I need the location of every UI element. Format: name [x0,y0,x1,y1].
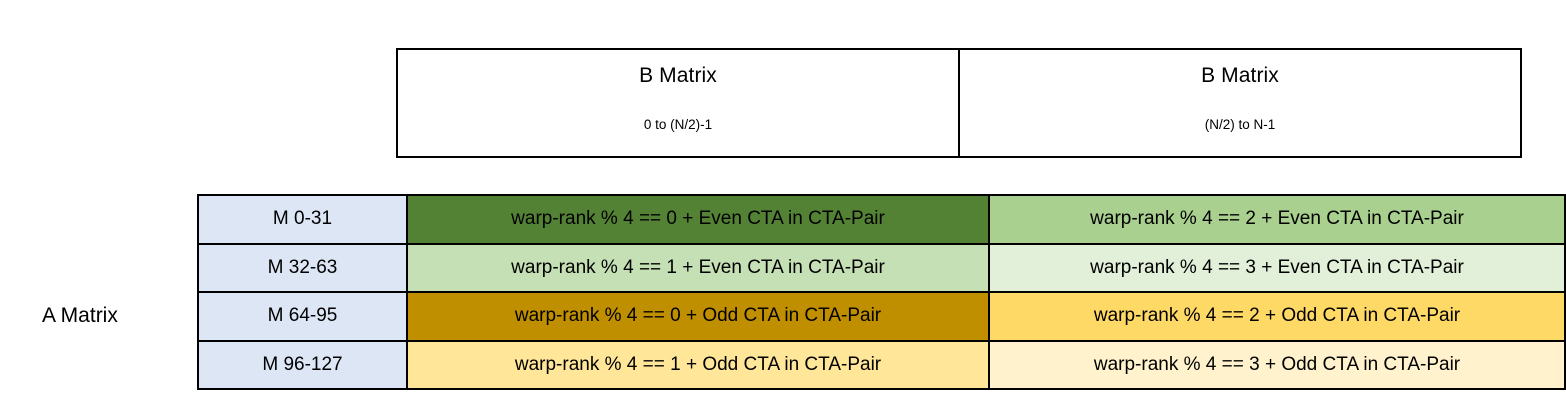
column-header-range: 0 to (N/2)-1 [643,117,713,132]
warp-assignment-matrix: M 0-31 warp-rank % 4 == 0 + Even CTA in … [197,194,1566,390]
column-headers-row: B Matrix 0 to (N/2)-1 B Matrix (N/2) to … [396,48,1524,158]
matrix-cell-r0c1: warp-rank % 4 == 2 + Even CTA in CTA-Pai… [988,194,1566,245]
row-label-m-96-127: M 96-127 [197,339,408,390]
column-header-title: B Matrix [1201,64,1279,87]
table-row: M 64-95 warp-rank % 4 == 0 + Odd CTA in … [197,291,1566,342]
row-label-m-32-63: M 32-63 [197,242,408,293]
matrix-cell-r2c1: warp-rank % 4 == 2 + Odd CTA in CTA-Pair [988,291,1566,342]
matrix-cell-r1c0: warp-rank % 4 == 1 + Even CTA in CTA-Pai… [406,242,990,293]
column-header-b-matrix-upper: B Matrix (N/2) to N-1 [958,48,1522,158]
row-axis-label-a-matrix: A Matrix [42,304,118,327]
matrix-cell-r3c1: warp-rank % 4 == 3 + Odd CTA in CTA-Pair [988,339,1566,390]
row-label-m-64-95: M 64-95 [197,291,408,342]
matrix-cell-r2c0: warp-rank % 4 == 0 + Odd CTA in CTA-Pair [406,291,990,342]
matrix-cell-r0c0: warp-rank % 4 == 0 + Even CTA in CTA-Pai… [406,194,990,245]
row-label-m-0-31: M 0-31 [197,194,408,245]
table-row: M 96-127 warp-rank % 4 == 1 + Odd CTA in… [197,339,1566,390]
column-header-b-matrix-lower: B Matrix 0 to (N/2)-1 [396,48,960,158]
column-header-range: (N/2) to N-1 [1204,117,1276,132]
table-row: M 32-63 warp-rank % 4 == 1 + Even CTA in… [197,242,1566,293]
table-row: M 0-31 warp-rank % 4 == 0 + Even CTA in … [197,194,1566,245]
matrix-cell-r1c1: warp-rank % 4 == 3 + Even CTA in CTA-Pai… [988,242,1566,293]
matrix-cell-r3c0: warp-rank % 4 == 1 + Odd CTA in CTA-Pair [406,339,990,390]
column-header-title: B Matrix [639,64,717,87]
